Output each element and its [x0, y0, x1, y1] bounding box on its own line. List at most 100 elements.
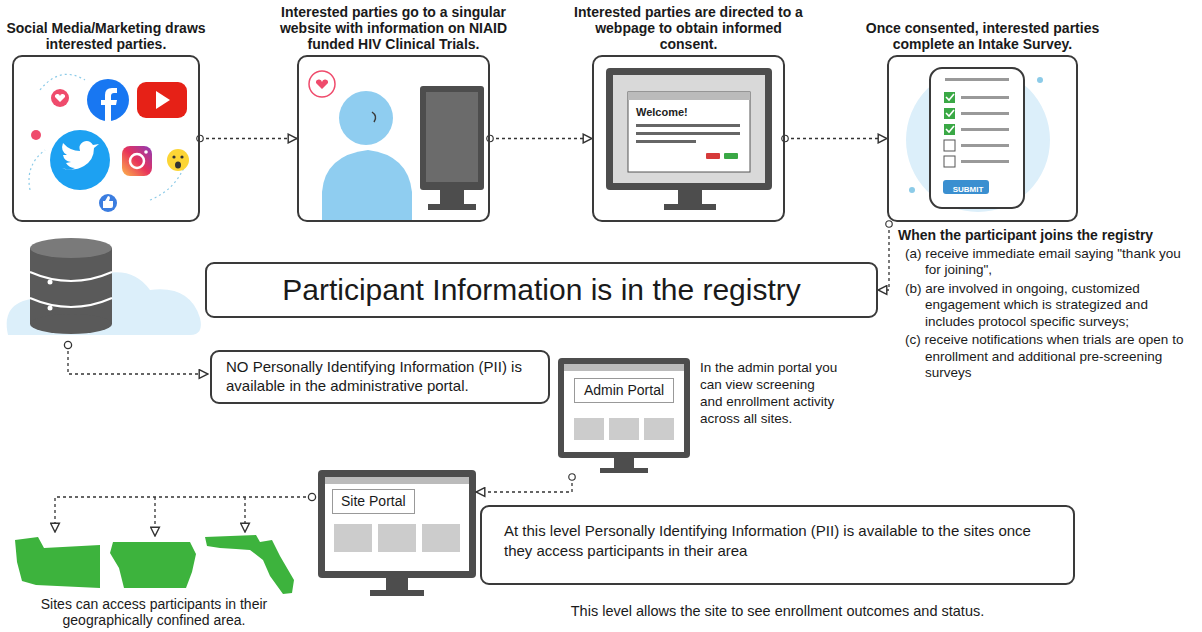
person-at-computer — [309, 71, 484, 220]
site-monitor — [325, 477, 469, 484]
consent-webpage — [664, 204, 716, 210]
social-icons — [130, 154, 144, 168]
database-icon — [7, 238, 201, 335]
node-text: NO Personally Identifying Information (P… — [226, 358, 534, 396]
database-icon — [48, 280, 53, 285]
person-at-computer — [316, 79, 328, 89]
dotted-connector — [878, 224, 889, 290]
social-icons — [31, 130, 41, 140]
admin-monitor — [558, 358, 690, 473]
social-icons — [29, 74, 189, 212]
consent-webpage — [636, 140, 696, 143]
dotted-connector — [785, 138, 887, 139]
consent-webpage — [678, 190, 702, 204]
checkbox-list — [944, 156, 955, 167]
state-map — [15, 537, 100, 588]
social-icons — [103, 196, 113, 208]
screen-text: Welcome! — [636, 106, 688, 118]
list-item: (c) receive notifications when trials ar… — [905, 332, 1197, 381]
social-icons — [167, 149, 189, 171]
intake-survey-phone — [909, 187, 915, 193]
social-icons — [62, 141, 99, 170]
social-icons — [99, 194, 117, 212]
consent-webpage — [613, 75, 765, 183]
survey-panel: Once consented, interested parties compl… — [887, 55, 1078, 222]
database-icon — [30, 314, 112, 334]
intake-survey-phone — [1037, 77, 1043, 83]
checkbox-list — [946, 94, 954, 132]
database-icon — [30, 248, 112, 324]
social-icons — [51, 89, 69, 107]
social-icons — [55, 94, 65, 102]
checkbox-list — [961, 144, 1009, 147]
node-text: Admin Portal — [574, 378, 674, 403]
leader-line — [68, 345, 208, 374]
person-at-computer — [309, 71, 335, 97]
state-map — [205, 535, 294, 594]
node-text: Interested parties are directed to a web… — [568, 4, 809, 52]
website-panel: Interested parties go to a singular webs… — [297, 55, 490, 222]
node-text: Site Portal — [332, 489, 415, 514]
checkbox-list — [944, 140, 955, 151]
admin-note: In the admin portal you can view screeni… — [700, 360, 840, 428]
social-icons — [122, 146, 152, 176]
leader-dot — [308, 493, 315, 500]
checkbox-list — [961, 160, 1009, 163]
checkbox-list — [961, 112, 1009, 115]
person-at-computer — [339, 91, 393, 145]
admin-monitor — [614, 458, 634, 468]
intake-survey-phone — [906, 68, 1050, 212]
social-icons — [180, 155, 183, 158]
no-pii-box: NO Personally Identifying Information (P… — [210, 350, 550, 404]
consent-webpage — [636, 124, 740, 127]
consent-panel: Interested parties are directed to a web… — [592, 55, 785, 222]
database-icon — [30, 238, 112, 258]
consent-webpage — [606, 68, 772, 190]
node-text: Interested parties go to a singular webs… — [273, 4, 514, 52]
screen-text: SUBMIT — [945, 183, 991, 197]
state-leaders — [55, 497, 312, 536]
checkbox-list — [961, 96, 1009, 99]
checkbox-list — [944, 92, 1009, 167]
admin-monitor — [564, 364, 684, 452]
state-map — [110, 542, 196, 588]
list-item: (b) are involved in ongoing, customized … — [905, 281, 1197, 330]
social-icons — [156, 91, 170, 109]
site-pii-box: At this level Personally Identifying Inf… — [480, 505, 1075, 585]
admin-monitor — [600, 468, 648, 473]
site-monitor — [370, 590, 424, 596]
consent-webpage — [628, 92, 750, 100]
state-map — [15, 535, 294, 594]
dotted-connector — [490, 138, 592, 139]
leader-line — [64, 341, 208, 374]
social-icons — [50, 130, 110, 190]
social-icons — [175, 162, 181, 169]
consent-webpage — [628, 92, 750, 172]
site-monitor — [334, 524, 372, 552]
person-at-computer — [426, 92, 478, 182]
consent-webpage — [636, 132, 740, 135]
admin-monitor — [609, 418, 639, 440]
site-portal-monitor: Site Portal — [318, 470, 476, 600]
site-monitor — [378, 524, 416, 552]
node-text: At this level Personally Identifying Inf… — [504, 521, 1051, 560]
site-monitor — [422, 524, 460, 552]
leader-line — [64, 341, 71, 348]
site-monitor — [386, 578, 408, 590]
intake-survey-phone — [930, 68, 1024, 208]
database-icon — [48, 306, 53, 311]
site-note: This level allows the site to see enroll… — [480, 603, 1075, 620]
dotted-connector — [476, 477, 572, 492]
state-leaders — [55, 497, 312, 532]
admin-monitor — [558, 358, 690, 458]
social-icons — [144, 150, 148, 154]
state-leaders — [154, 497, 155, 536]
node-text: Participant Information is in the regist… — [282, 273, 801, 308]
social-icons — [29, 150, 45, 190]
person-at-computer — [372, 112, 376, 122]
social-icons — [101, 88, 117, 121]
map-caption: Sites can access participants in their g… — [4, 596, 304, 628]
person-at-computer — [322, 150, 412, 220]
site-monitor — [325, 477, 469, 571]
